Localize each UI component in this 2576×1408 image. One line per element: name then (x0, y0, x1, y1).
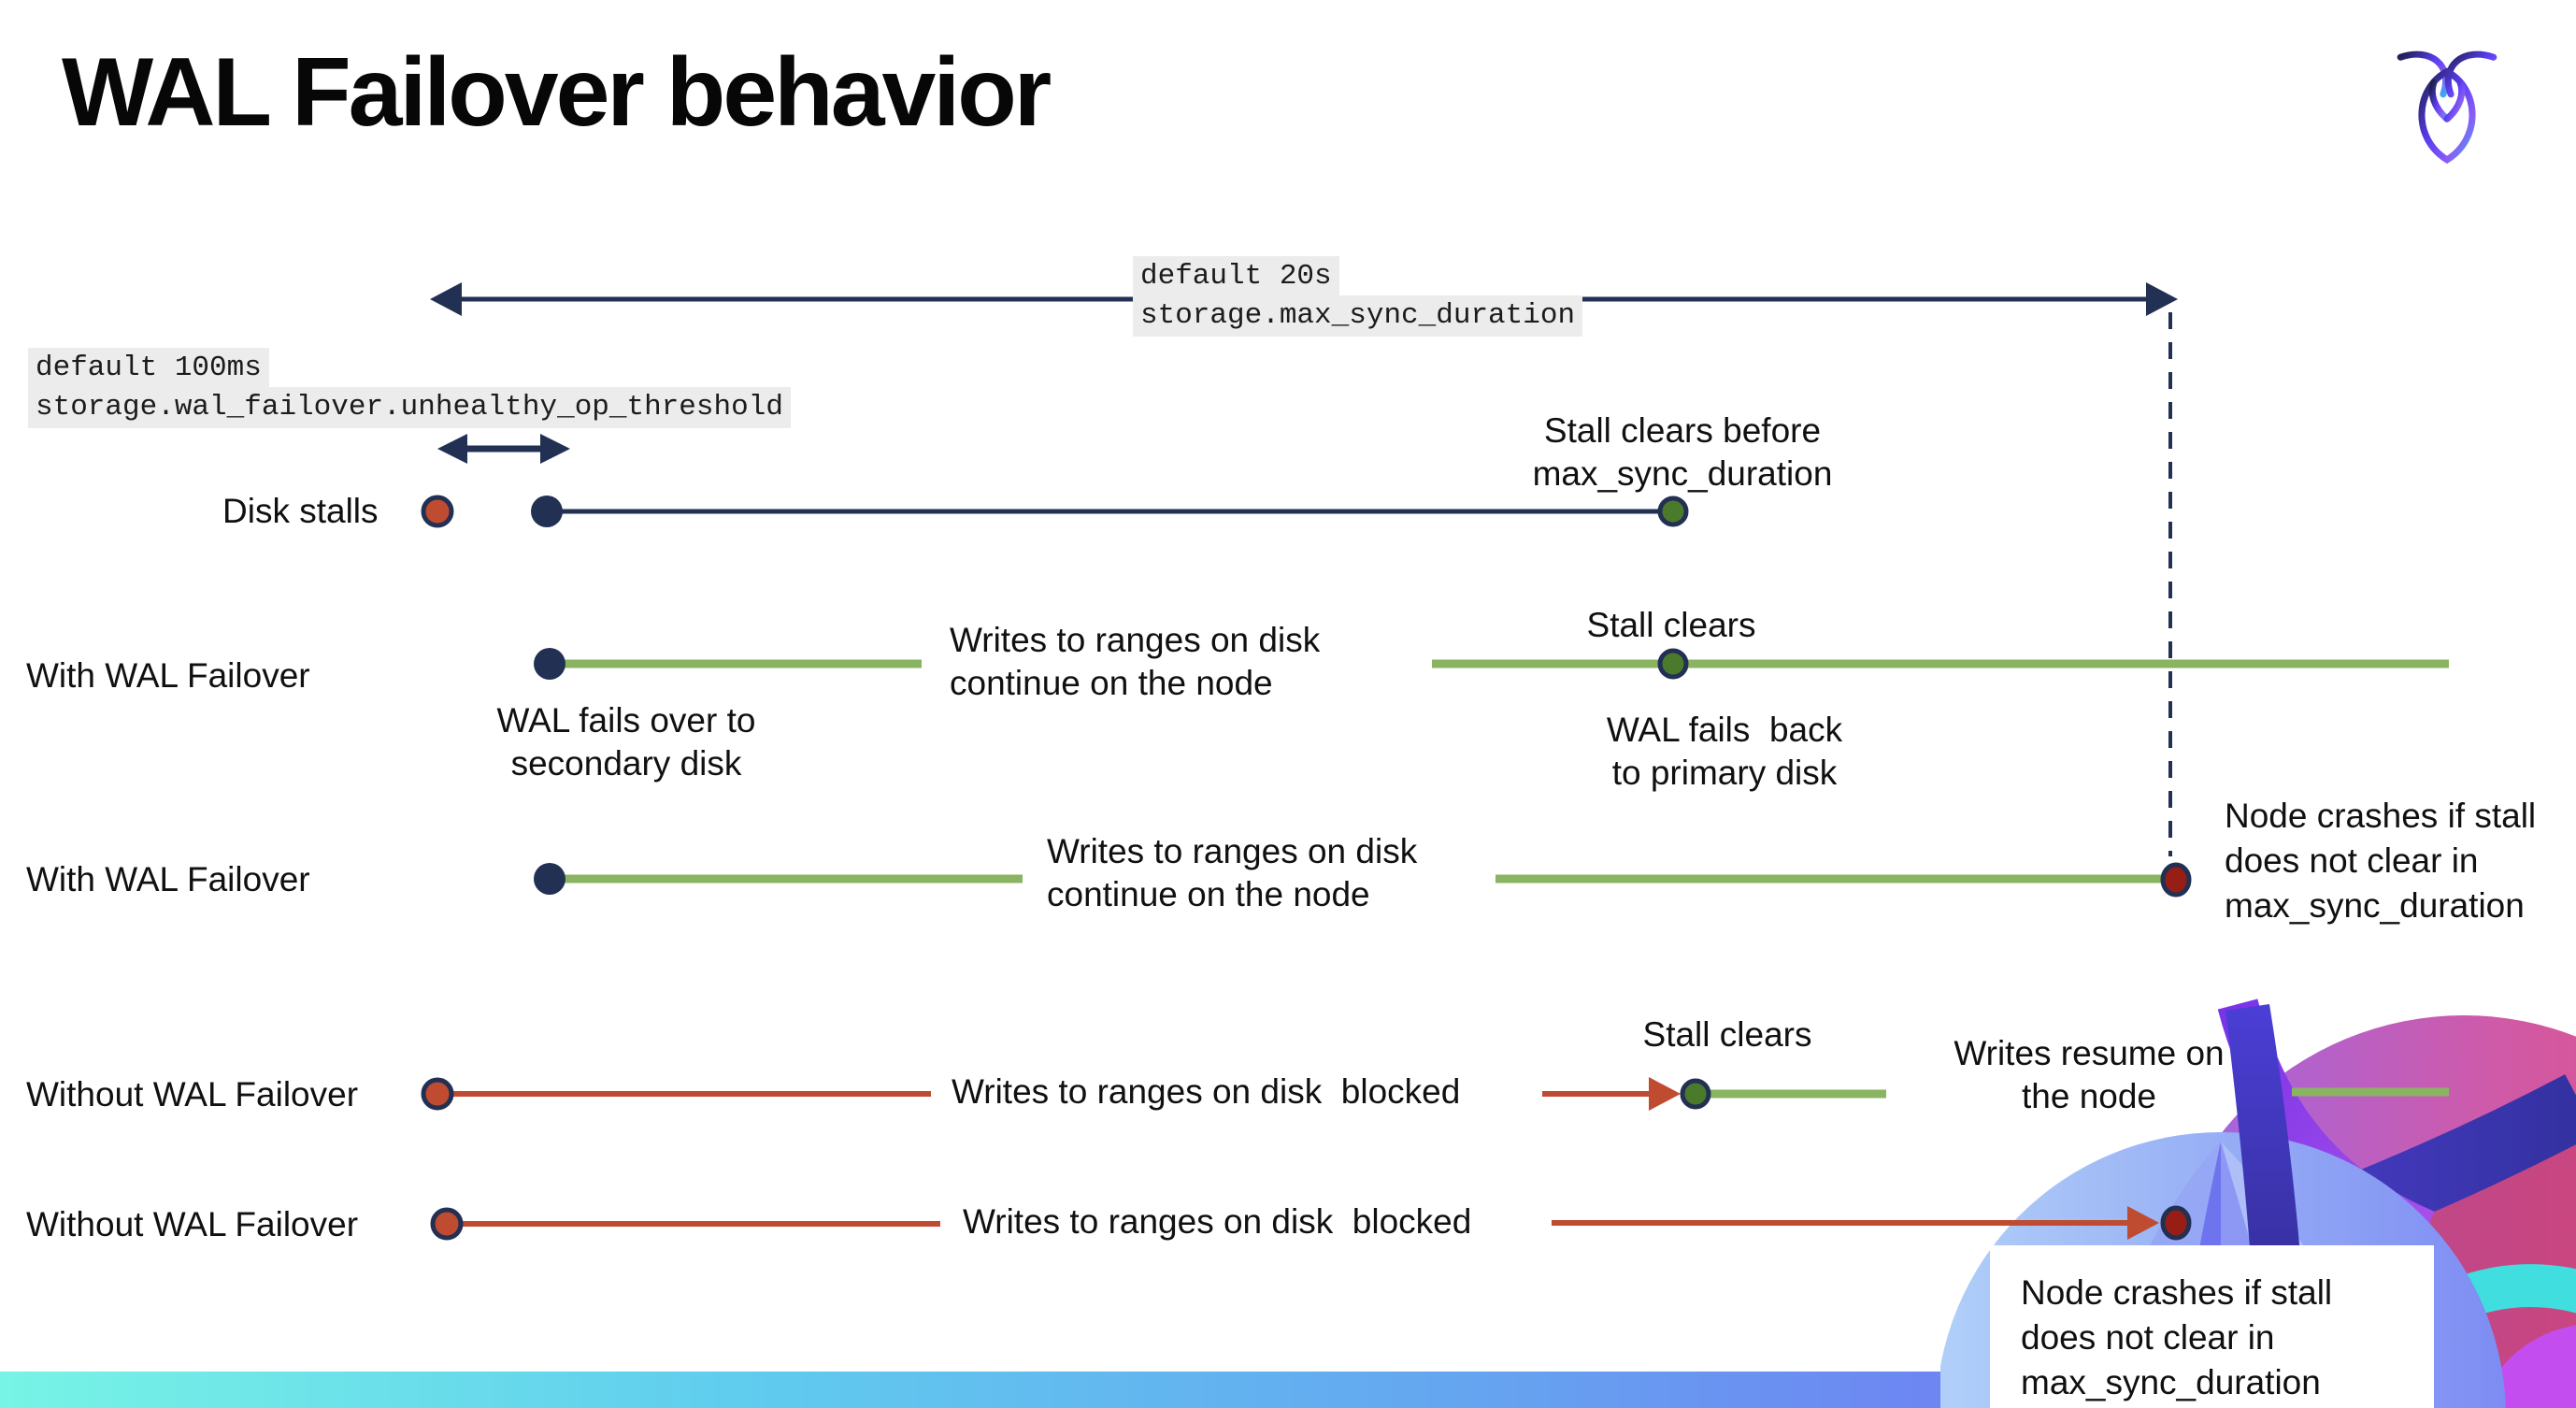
node-crash-dot (2160, 1205, 2192, 1241)
max-sync-duration-setting-name: storage.max_sync_duration (1133, 295, 1583, 337)
writes-blocked-row5: Writes to ranges on disk blocked (963, 1202, 1472, 1241)
writes-resume-line1: Writes resume on (1953, 1034, 2225, 1072)
failover-dot (534, 648, 565, 680)
writes-blocked-row4: Writes to ranges on disk blocked (952, 1072, 1461, 1111)
wal-fails-back-line1: WAL fails back (1606, 711, 1843, 749)
stall-clears-row4: Stall clears (1642, 1015, 1812, 1054)
page-title: WAL Failover behavior (62, 38, 1052, 147)
node-crash-dot (2160, 862, 2192, 898)
writes-continue-row2-line2: continue on the node (950, 664, 1273, 702)
wal-fails-over-line1: WAL fails over to (496, 701, 756, 740)
row-label-disk-stalls: Disk stalls (222, 492, 379, 530)
cockroachdb-logo-icon (2397, 50, 2497, 165)
stall-clears-row2: Stall clears (1586, 606, 1756, 644)
row-label-without-wal-failover-2: Without WAL Failover (26, 1205, 359, 1243)
unhealthy-op-threshold-setting-name: storage.wal_failover.unhealthy_op_thresh… (28, 387, 791, 428)
unhealthy-op-threshold-default-label: default 100ms (28, 348, 269, 389)
timeline-without-failover-crash (430, 1205, 2192, 1241)
row-label-with-wal-failover-2: With WAL Failover (26, 860, 310, 898)
row-label-without-wal-failover-1: Without WAL Failover (26, 1075, 359, 1113)
row-label-with-wal-failover-1: With WAL Failover (26, 656, 310, 695)
node-crashes-row3-line3: max_sync_duration (2225, 886, 2525, 925)
node-crashes-row3-line2: does not clear in (2225, 841, 2479, 880)
stall-clears-dot (1680, 1078, 1711, 1110)
timeline-without-failover-clears (421, 1077, 2449, 1111)
node-crashes-row5-line2: does not clear in (2021, 1318, 2275, 1357)
wal-fails-over-line2: secondary disk (510, 744, 742, 783)
node-crash-callout-box (1990, 1245, 2434, 1408)
node-crashes-row5-line3: max_sync_duration (2021, 1363, 2321, 1401)
stall-start-dot (430, 1207, 464, 1241)
stall-clears-dot (1657, 496, 1689, 527)
writes-continue-row3-line2: continue on the node (1047, 875, 1370, 913)
writes-resume-line2: the node (2021, 1077, 2157, 1115)
max-sync-duration-default-label: default 20s (1133, 256, 1339, 297)
timeline-disk-stalls (421, 495, 1689, 528)
failback-dot (1657, 648, 1689, 680)
stall-start-dot (421, 495, 454, 528)
node-crashes-row5-line1: Node crashes if stall (2021, 1273, 2333, 1312)
stall-start-dot (421, 1077, 454, 1111)
writes-continue-row3-line1: Writes to ranges on disk (1047, 832, 1418, 870)
threshold-dot (531, 496, 563, 527)
stall-clears-before-line1: Stall clears before (1543, 411, 1822, 450)
timeline-with-failover-clears (534, 648, 2449, 680)
timeline-with-failover-crash (534, 862, 2192, 898)
unhealthy-op-threshold-arrow (437, 434, 570, 464)
writes-continue-row2-line1: Writes to ranges on disk (950, 621, 1321, 659)
stall-clears-before-line2: max_sync_duration (1532, 454, 1833, 493)
wal-fails-back-line2: to primary disk (1611, 754, 1838, 792)
node-crashes-row3-line1: Node crashes if stall (2225, 797, 2537, 835)
failover-dot (534, 863, 565, 895)
